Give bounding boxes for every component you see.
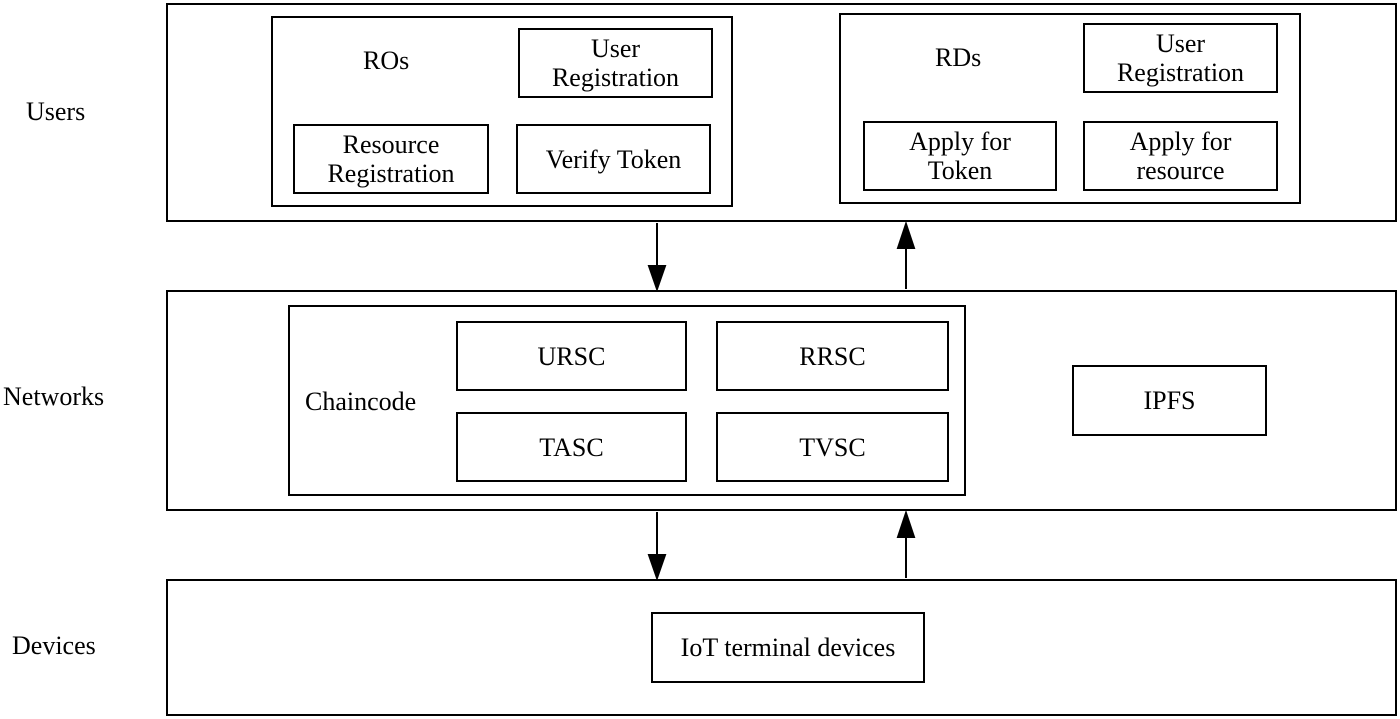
resource-registration-line-2: Registration — [327, 159, 455, 188]
apply-token-line-2: Token — [927, 156, 993, 185]
arrow-networks-to-users-head — [896, 220, 916, 249]
users-layer-label: Users — [26, 97, 86, 126]
resource-registration-line-1: Resource — [342, 130, 440, 159]
tasc-label: TASC — [539, 432, 604, 462]
resource-registration-box: Resource Registration — [293, 124, 489, 194]
rds-title: RDs — [935, 43, 982, 72]
verify-token-label: Verify Token — [545, 144, 682, 174]
tvsc-box: TVSC — [716, 412, 949, 482]
devices-layer-label: Devices — [12, 631, 96, 660]
rds-user-registration-line-1: User — [1155, 29, 1206, 58]
verify-token-box: Verify Token — [516, 124, 711, 194]
tvsc-label: TVSC — [799, 432, 866, 462]
tasc-box: TASC — [456, 412, 687, 482]
iot-devices-label: IoT terminal devices — [680, 633, 896, 662]
ursc-box: URSC — [456, 321, 687, 391]
arrow-networks-to-devices-head — [647, 554, 667, 582]
ipfs-label: IPFS — [1143, 386, 1196, 415]
chaincode-title: Chaincode — [305, 387, 417, 416]
apply-resource-box: Apply for resource — [1083, 121, 1278, 191]
ipfs-box: IPFS — [1072, 365, 1267, 436]
arrow-users-to-networks-head — [647, 265, 667, 293]
ros-user-registration-line-2: Registration — [551, 63, 680, 92]
apply-resource-line-2: resource — [1136, 156, 1225, 185]
arrow-devices-to-networks-head — [896, 509, 916, 538]
apply-token-line-1: Apply for — [909, 127, 1011, 156]
networks-layer-label: Networks — [3, 382, 105, 411]
rrsc-box: RRSC — [716, 321, 949, 391]
ros-user-registration-line-1: User — [590, 34, 641, 63]
ros-user-registration-box: User Registration — [518, 28, 713, 98]
rds-user-registration-box: User Registration — [1083, 23, 1278, 93]
apply-resource-line-1: Apply for — [1129, 127, 1232, 156]
rds-user-registration-line-2: Registration — [1116, 58, 1245, 87]
rrsc-label: RRSC — [799, 341, 866, 371]
ros-title: ROs — [363, 46, 410, 75]
ursc-label: URSC — [537, 341, 606, 371]
iot-devices-box: IoT terminal devices — [651, 612, 925, 683]
apply-token-box: Apply for Token — [863, 121, 1057, 191]
